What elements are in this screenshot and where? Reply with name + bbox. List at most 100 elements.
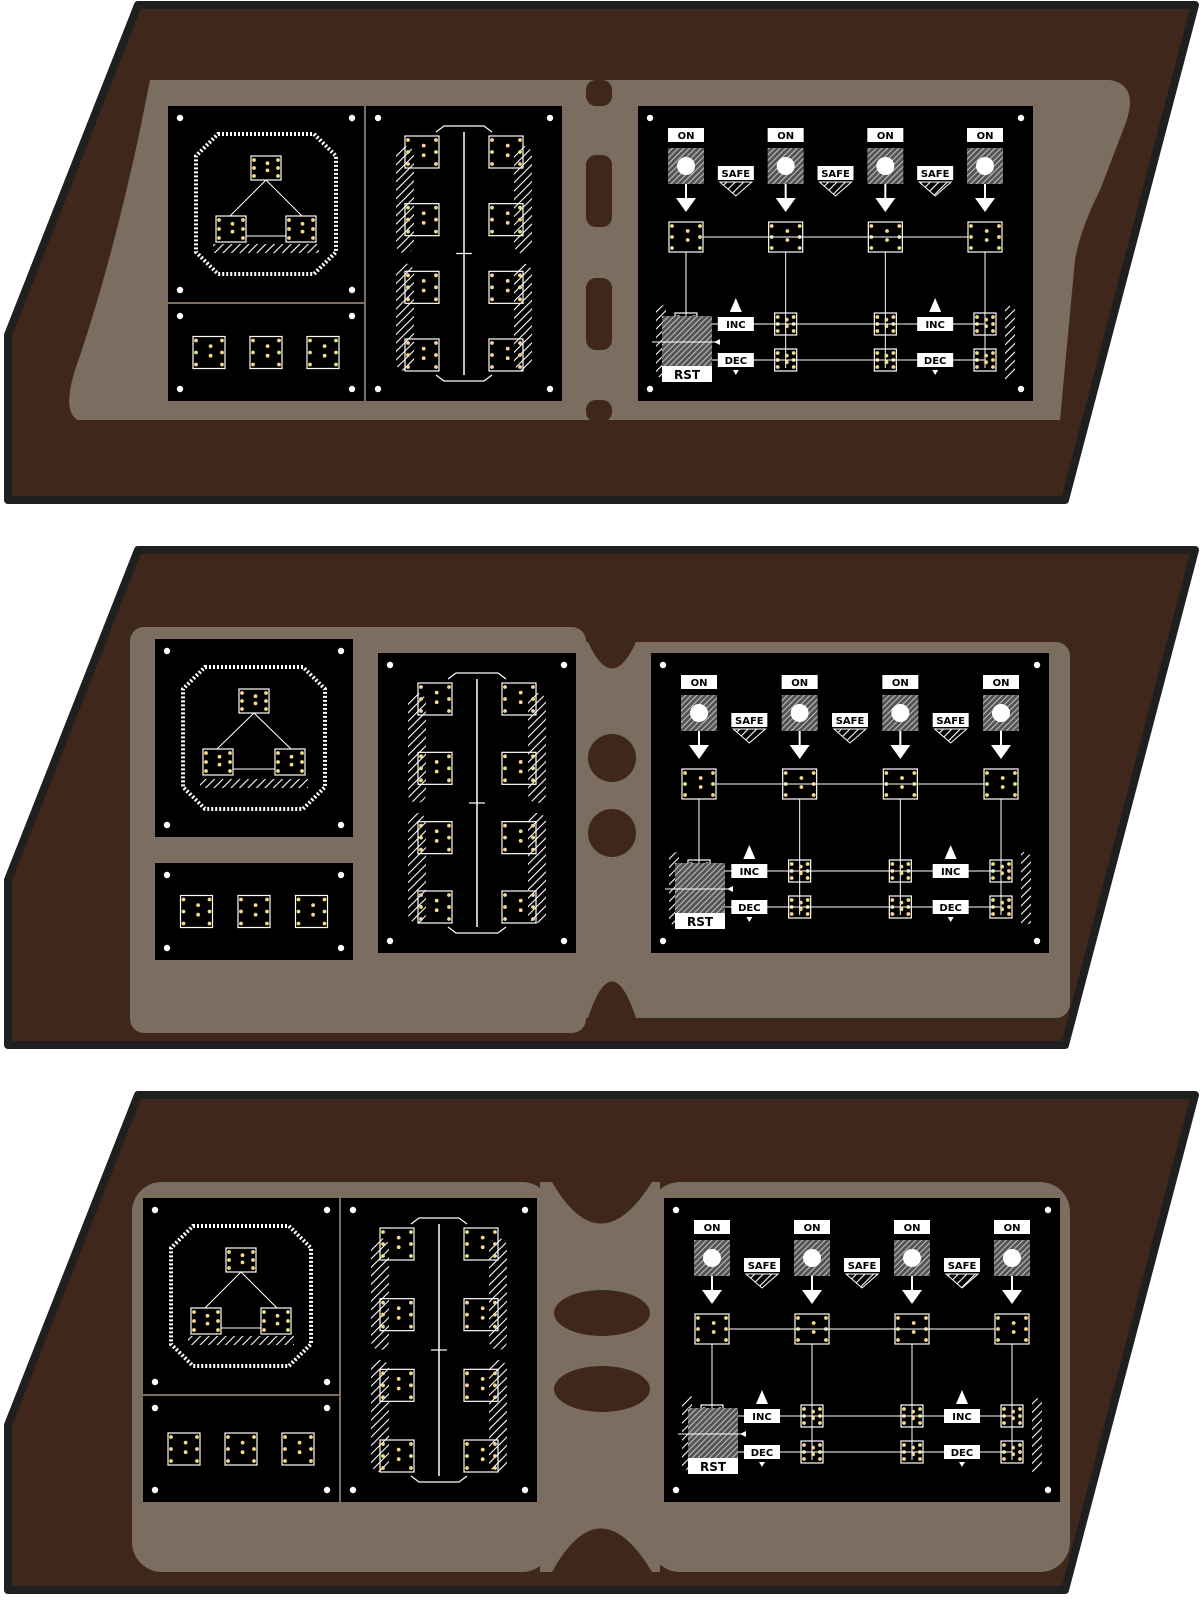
module-outline [463,1298,499,1332]
inc-button-2[interactable]: INC [944,1390,980,1423]
on-switch-4[interactable]: ON [994,1220,1030,1276]
inc-button-1[interactable]: INC [717,298,754,331]
safe-switch-3[interactable]: SAFE [917,166,954,197]
dec-node-4[interactable] [973,348,997,372]
on-switch-2[interactable]: ON [794,1220,830,1276]
module-button-1[interactable] [167,1432,201,1466]
safe-switch-3[interactable]: SAFE [932,713,969,744]
dec-button-2[interactable]: DEC [944,1445,980,1467]
led-indicator [434,285,438,290]
module-button-right-2[interactable] [488,203,524,237]
module-right[interactable] [260,1307,292,1335]
rst-button[interactable]: RST [662,316,712,382]
dec-label: DEC [951,1448,973,1459]
status-bar-marking [213,244,319,253]
module-button-left-2[interactable] [379,1298,415,1332]
module-button-left-3[interactable] [417,821,453,855]
module-top[interactable] [238,688,270,714]
relay-module-2[interactable] [768,221,804,253]
module-button-3[interactable] [294,894,329,929]
safe-switch-1[interactable]: SAFE [731,713,768,744]
led-indicator [241,236,245,240]
module-button-3[interactable] [281,1432,315,1466]
led-indicator [406,365,410,369]
on-switch-4[interactable]: ON [983,675,1019,731]
led-indicator [287,227,291,231]
dec-button-1[interactable]: DEC [717,353,754,375]
led-indicator [409,1383,413,1388]
module-right[interactable] [285,215,317,243]
module-button-right-2[interactable] [463,1298,499,1332]
module-left[interactable] [190,1307,222,1335]
module-button-2[interactable] [249,335,283,370]
safe-switch-1[interactable]: SAFE [717,166,754,197]
module-button-right-2[interactable] [501,751,537,785]
module-button-left-2[interactable] [404,203,440,237]
module-button-left-4[interactable] [417,890,453,924]
dec-button-1[interactable]: DEC [731,900,768,922]
led-indicator [896,1316,900,1320]
module-button-1[interactable] [179,894,214,929]
safe-switch-2[interactable]: SAFE [817,166,854,197]
module-button-left-4[interactable] [404,338,440,372]
screw-icon [349,1206,357,1214]
inc-button-2[interactable]: INC [932,845,969,878]
led-indicator [991,876,995,880]
on-switch-3[interactable]: ON [894,1220,930,1276]
dec-button-2[interactable]: DEC [932,900,969,922]
rst-button[interactable]: RST [675,863,725,929]
module-button-2[interactable] [237,894,271,929]
safe-switch-2[interactable]: SAFE [832,713,868,744]
led-indicator [503,917,507,921]
module-button-right-3[interactable] [501,821,537,855]
on-switch-2[interactable]: ON [781,675,818,731]
dec-node-2[interactable] [800,1440,824,1464]
led-indicator [216,1319,220,1323]
screw-icon [659,661,667,669]
module-button-left-1[interactable] [379,1227,415,1261]
module-button-left-1[interactable] [404,135,440,169]
screw-icon [374,114,382,122]
rst-button[interactable]: RST [688,1408,738,1474]
module-button-right-3[interactable] [463,1368,499,1402]
module-button-left-3[interactable] [404,270,440,304]
module-button-right-1[interactable] [463,1227,499,1261]
module-button-left-1[interactable] [417,682,453,716]
module-button-right-3[interactable] [488,270,524,304]
dec-node-2[interactable] [774,348,798,372]
module-button-left-2[interactable] [417,751,453,785]
module-right[interactable] [274,748,306,776]
module-button-right-1[interactable] [501,682,537,716]
on-switch-3[interactable]: ON [867,128,904,184]
on-switch-3[interactable]: ON [882,675,919,731]
led-indicator [265,353,270,358]
inc-button-2[interactable]: INC [917,298,954,331]
module-button-right-4[interactable] [501,890,537,924]
module-button-left-4[interactable] [379,1439,415,1473]
led-indicator [194,350,198,355]
module-button-2[interactable] [224,1432,258,1466]
on-switch-1[interactable]: ON [694,1220,730,1276]
module-button-right-1[interactable] [488,135,524,169]
safe-switch-1[interactable]: SAFE [744,1258,780,1289]
on-switch-1[interactable]: ON [681,675,717,731]
module-button-3[interactable] [306,335,340,370]
inc-button-1[interactable]: INC [731,845,768,878]
inc-button-1[interactable]: INC [744,1390,780,1423]
module-left[interactable] [202,748,234,776]
on-switch-4[interactable]: ON [967,128,1003,184]
module-button-left-3[interactable] [379,1368,415,1402]
safe-switch-3[interactable]: SAFE [944,1258,980,1289]
dec-button-1[interactable]: DEC [744,1445,780,1467]
module-button-1[interactable] [192,335,226,370]
safe-switch-2[interactable]: SAFE [844,1258,880,1289]
module-left[interactable] [215,215,247,243]
switch-knob-icon [1003,1249,1021,1267]
module-button-right-4[interactable] [463,1439,499,1473]
on-switch-1[interactable]: ON [668,128,704,184]
on-switch-2[interactable]: ON [767,128,804,184]
module-button-right-4[interactable] [488,338,524,372]
led-indicator [490,138,494,142]
dec-button-2[interactable]: DEC [917,353,954,375]
inc-node-4[interactable] [989,859,1013,883]
